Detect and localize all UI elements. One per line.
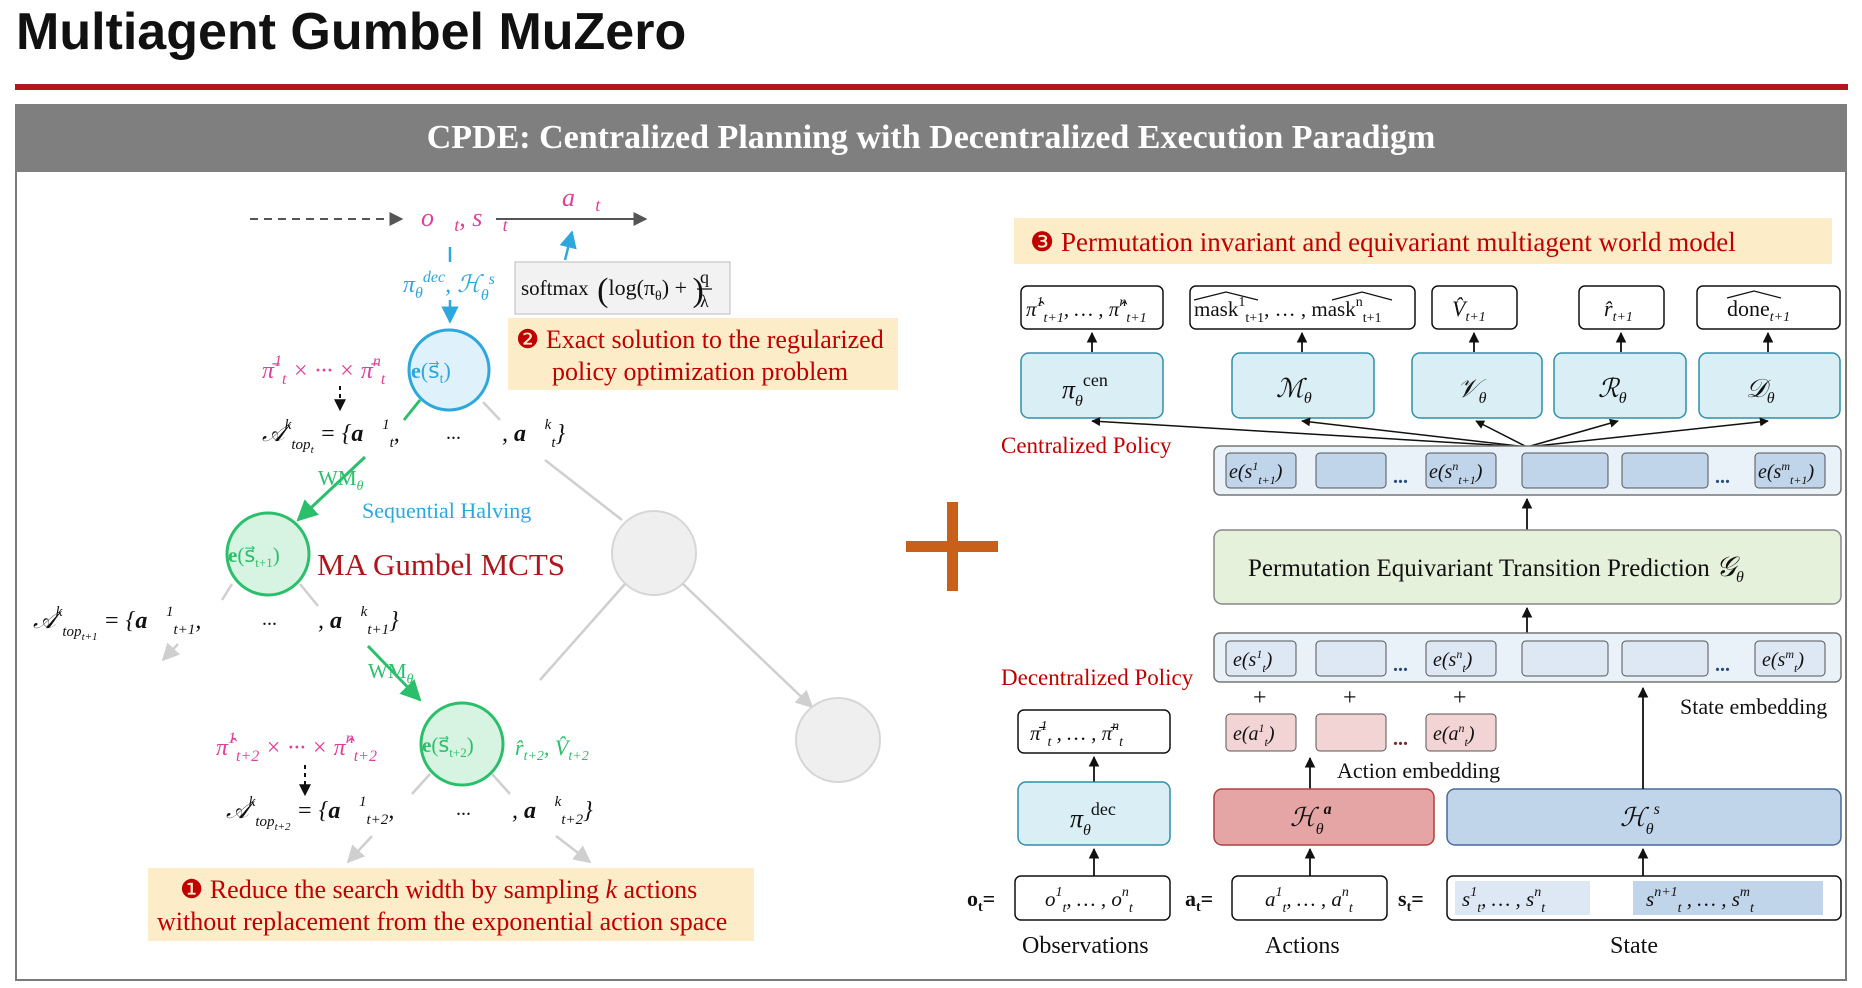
wm-label-1: WM [318,466,357,490]
wm-label-2: WM [368,659,407,683]
svg-text:...: ... [1393,466,1408,488]
mask-label-n: mask [1311,297,1356,321]
centralized-policy-label: Centralized Policy [1001,433,1172,458]
callout2-line1: Exact solution to the regularized [546,325,884,354]
svg-text:𝒜ktopt+1 = {a⃗1t+1,: 𝒜ktopt+1 = {a⃗1t+1, [33,604,201,643]
svg-text:at=: at= [1185,886,1213,915]
svg-text:+: + [1343,685,1357,711]
sequential-halving-label: Sequential Halving [362,498,531,523]
callout2-line2: policy optimization problem [552,357,848,386]
svg-text:λ: λ [700,291,709,311]
svg-text:+: + [1453,685,1467,711]
svg-text:e(s⃗t): e(s⃗t) [411,358,451,387]
callout1-line1-end: actions [624,875,698,904]
svg-text:𝒜ktopt = {a⃗1t,: 𝒜ktopt = {a⃗1t, [262,417,400,456]
svg-text:mask1t+1, … , masknt+1: mask1t+1, … , masknt+1 [1194,295,1382,326]
svg-text:ot=: ot= [967,886,995,915]
svg-text:st=: st= [1398,886,1424,915]
svg-text:❷ Exact solution to the regula: ❷ Exact solution to the regularized [516,325,884,354]
svg-text:donet+1: donet+1 [1727,296,1790,325]
svg-text:e(smt): e(smt) [1762,647,1804,675]
softmax-label: softmax [521,276,589,300]
svg-text:, a⃗kt+2}: , a⃗kt+2} [512,794,593,828]
svg-text:π̂1t+2 × ··· × π̂nt+2: π̂1t+2 × ··· × π̂nt+2 [216,730,377,765]
svg-text:...: ... [262,608,277,630]
svg-text:...: ... [446,422,461,444]
svg-text:...: ... [1715,466,1730,488]
world-model-panel: ❸ Permutation invariant and equivariant … [967,218,1842,959]
svg-text:o⃗t, s⃗t: o⃗t, s⃗t [421,203,509,235]
svg-text:WMθ: WMθ [318,466,364,494]
callout1-var: k [606,875,618,904]
svg-text:e(s⃗t+1): e(s⃗t+1) [228,543,280,570]
observations-label: Observations [1022,933,1149,959]
title-divider [15,84,1848,90]
svg-text:softmax (log(πθ) + ): softmax (log(πθ) + ) [521,272,704,309]
svg-text:π̂1t+1, … , π̂nt+1: π̂1t+1, … , π̂nt+1 [1026,295,1147,326]
svg-text:...: ... [1393,728,1408,750]
svg-text:WMθ: WMθ [368,659,414,687]
svg-text:...: ... [1393,654,1408,676]
state-label: State [1610,933,1658,959]
svg-text:, a⃗kt}: , a⃗kt} [502,417,566,451]
svg-text:a⃗t: a⃗t [562,183,601,215]
actions-label: Actions [1265,933,1340,959]
state-embedding-label: State embedding [1680,694,1827,719]
mask-label-1: mask [1194,297,1239,321]
svg-text:πθdec, ℋθs: πθdec, ℋθs [403,269,495,304]
svg-text:o1t, … , ont: o1t, … , ont [1045,885,1134,916]
decentralized-policy-label: Decentralized Policy [1001,665,1194,690]
svg-text:e(s⃗t+2): e(s⃗t+2) [422,733,474,760]
svg-text:r̂t+2, V̂t+2: r̂t+2, V̂t+2 [515,735,589,764]
plus-sign [906,502,998,591]
svg-text:q: q [700,267,709,287]
svg-text:e(snt): e(snt) [1433,647,1473,675]
mcts-label: MA Gumbel MCTS [317,547,565,582]
svg-text:e(a1t): e(a1t) [1233,721,1275,749]
svg-text:𝒜ktopt+2 = {a⃗1t+2,: 𝒜ktopt+2 = {a⃗1t+2, [226,794,394,833]
svg-text:e(ant): e(ant) [1433,721,1475,749]
svg-text:π̄1t × ··· × π̄nt: π̄1t × ··· × π̄nt [262,353,386,388]
callout1-marker: ❶ [180,875,203,904]
action-embedding-label: Action embedding [1337,758,1500,783]
svg-text:+: + [1253,685,1267,711]
done-label: done [1727,296,1770,321]
world-model-title: Permutation invariant and equivariant mu… [1061,227,1736,257]
world-model-marker: ❸ [1030,227,1054,257]
svg-text:...: ... [456,798,471,820]
svg-text:, a⃗kt+1}: , a⃗kt+1} [318,604,399,638]
callout2-marker: ❷ [516,325,539,354]
svg-text:Permutation Equivariant Transi: Permutation Equivariant Transition Predi… [1248,552,1744,586]
svg-text:e(s1t): e(s1t) [1233,647,1273,675]
svg-text:❶ Reduce the search width by s: ❶ Reduce the search width by sampling k … [180,875,697,904]
mcts-panel: o⃗t, s⃗t a⃗t πθdec, ℋθs softmax (log(πθ)… [33,183,898,941]
banner-title: CPDE: Centralized Planning with Decentra… [15,104,1847,172]
callout1-line2: without replacement from the exponential… [157,907,727,936]
svg-text:...: ... [1715,654,1730,676]
transition-label: Permutation Equivariant Transition Predi… [1248,555,1710,582]
svg-text:❸ Permutation invariant and eq: ❸ Permutation invariant and equivariant … [1030,227,1736,257]
page-title: Multiagent Gumbel MuZero [16,3,687,61]
callout1-line1: Reduce the search width by sampling [210,875,599,904]
